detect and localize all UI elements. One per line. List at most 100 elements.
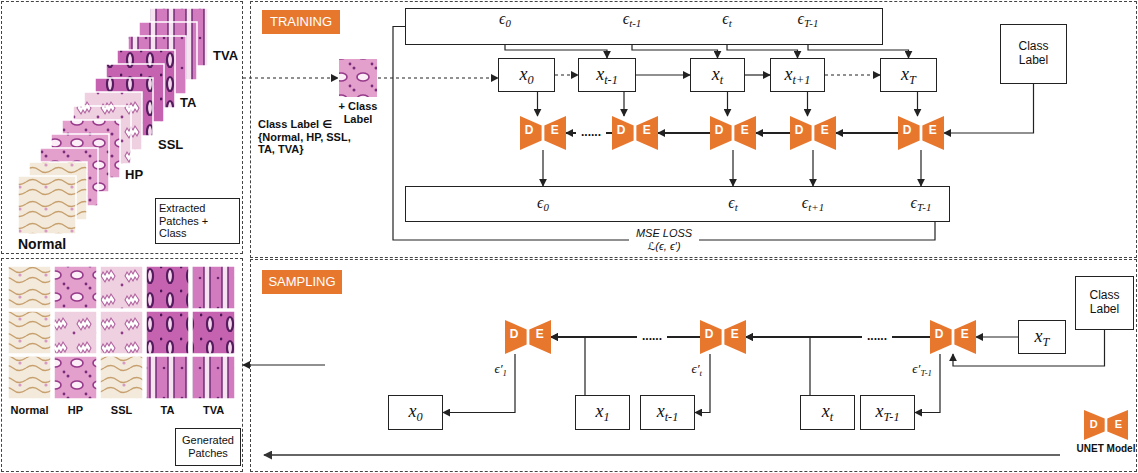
math-subscript: t xyxy=(700,368,702,378)
unet-half xyxy=(1084,410,1105,440)
flow-arrow xyxy=(836,132,898,134)
unet-half xyxy=(930,320,952,354)
unet-shape: DE xyxy=(790,116,836,150)
edge-label: ϵ′t xyxy=(688,362,705,378)
unet-half xyxy=(529,320,551,354)
node-label: TVA xyxy=(211,49,240,64)
box-text: xt-1 xyxy=(657,401,679,424)
state-box: xt+1 xyxy=(770,58,825,92)
tissue-patch xyxy=(8,356,51,399)
unet-half xyxy=(922,116,944,150)
state-box: xT xyxy=(880,58,937,92)
box-text: xT xyxy=(1035,326,1050,349)
flow-arrow xyxy=(623,92,624,116)
unet-shape: DE xyxy=(898,116,944,150)
node-label: TA xyxy=(146,404,190,417)
edge-label: MSE LOSS ℒ(ϵ, ϵ′) xyxy=(629,227,699,252)
flow-arrow xyxy=(555,74,578,75)
unet-half xyxy=(1107,410,1128,440)
flow-arrow xyxy=(807,92,808,116)
section-tag: TRAINING xyxy=(262,10,340,34)
unet-shape: DE xyxy=(710,116,756,150)
node-label: HP xyxy=(54,404,98,417)
unet-half xyxy=(520,116,542,150)
flow-arrow xyxy=(944,84,1034,133)
node-label: E xyxy=(547,124,563,138)
box-text: xt xyxy=(712,64,723,87)
tissue-patch xyxy=(192,266,235,309)
flow-arrow xyxy=(243,364,325,365)
state-box: x0 xyxy=(388,395,443,430)
node-label: ...... xyxy=(862,330,892,344)
flow-arrow xyxy=(551,337,585,395)
legend-text: UNET Model xyxy=(1075,443,1137,455)
state-box: x1 xyxy=(575,395,630,430)
tissue-patch xyxy=(146,266,189,309)
node-label: TVA xyxy=(192,404,236,417)
node-label: ...... xyxy=(576,126,606,140)
unet-letter: D xyxy=(1086,418,1102,431)
math-subscript: t+1 xyxy=(808,201,824,213)
box-text: SAMPLING xyxy=(268,275,335,290)
math-subscript: 0 xyxy=(416,410,422,424)
math-symbol: ϵ xyxy=(798,10,804,27)
node-label: ϵT-1 xyxy=(783,10,833,30)
node-label: E xyxy=(925,124,941,138)
math-subscript: t xyxy=(720,72,723,86)
math-symbol: ϵ xyxy=(722,10,728,27)
math-symbol: x xyxy=(822,401,830,421)
unet-half xyxy=(954,320,976,354)
unet-shape: DE xyxy=(930,320,976,354)
math-subscript: T-1 xyxy=(883,410,899,424)
math-subscript: T-1 xyxy=(917,201,931,213)
math-subscript: T-1 xyxy=(804,17,818,29)
tissue-patch xyxy=(100,311,143,354)
math-symbol: ϵ xyxy=(623,10,629,27)
node-label: TA xyxy=(178,96,198,111)
flow-arrow xyxy=(976,336,1018,337)
math-subscript: T-1 xyxy=(920,368,932,378)
node-label: SSL xyxy=(100,404,144,417)
caption-box: Extracted Patches + Class xyxy=(155,198,240,244)
extracted-panel: Extracted Patches + ClassTVATASSLHPNorma… xyxy=(1,1,243,254)
unet-half xyxy=(612,116,634,150)
unet-half xyxy=(700,320,722,354)
unet-shape: DE xyxy=(505,320,551,354)
math-subscript: 1 xyxy=(503,368,507,378)
node-label: E xyxy=(817,124,833,138)
math-symbol: ϵ xyxy=(537,194,543,211)
state-box: xt-1 xyxy=(640,395,695,430)
state-box: x0 xyxy=(498,58,555,92)
tissue-patch xyxy=(8,266,51,309)
math-subscript: t xyxy=(830,410,833,424)
node-label: ϵt xyxy=(708,194,758,214)
unet-half xyxy=(544,116,566,150)
math-subscript: t-1 xyxy=(665,410,679,424)
math-subscript: T xyxy=(909,72,916,86)
box-text: xT-1 xyxy=(875,401,899,424)
tissue-patch xyxy=(146,311,189,354)
training-panel: TRAININGϵ0ϵt-1ϵtϵT-1Class Label+ Class L… xyxy=(250,1,1137,258)
class-label-box: Class Label xyxy=(1000,24,1067,84)
generated-grid xyxy=(8,266,235,399)
flow-arrow xyxy=(732,150,733,186)
flow-arrow xyxy=(808,45,909,58)
connectors xyxy=(243,27,1105,413)
flow-arrow xyxy=(746,337,810,395)
math-subscript: 0 xyxy=(506,17,511,29)
node-label: ϵ0 xyxy=(518,194,568,214)
math-symbol: ϵ′ xyxy=(691,361,699,376)
unet-half xyxy=(898,116,920,150)
state-box: xt xyxy=(800,395,855,430)
box-text: xt-1 xyxy=(596,64,618,87)
state-box: xt-1 xyxy=(578,58,636,92)
flow-arrow xyxy=(636,74,690,75)
box-text: Class Label xyxy=(1079,289,1130,317)
unet-letter: E xyxy=(1110,418,1126,431)
node-label: + Class Label xyxy=(327,100,389,125)
box-text: Extracted Patches + Class xyxy=(159,202,236,240)
tissue-patch xyxy=(192,311,235,354)
legend-item: UNET Model xyxy=(1075,410,1137,455)
math-symbol: x xyxy=(785,64,793,84)
box-text: x0 xyxy=(519,64,533,87)
